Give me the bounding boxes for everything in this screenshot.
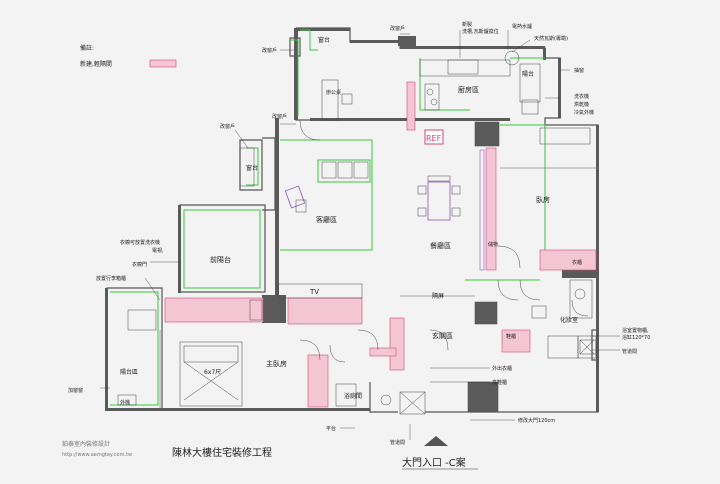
label-living: 客廳區	[316, 215, 337, 224]
note-clothes: 衣櫥門	[132, 261, 147, 268]
room-labels: 廚房區 客廳區 餐廳區 臥房 前陽台 主臥房 玄關區 浴廁間 化妝室 陽台區 陽…	[120, 36, 582, 406]
notes-header: 備註:	[80, 44, 94, 52]
note-outer-cabinet: 外出衣櫃	[492, 365, 512, 372]
label-outside-unit: 外機	[120, 399, 130, 406]
label-bed-size: 6x7尺	[204, 369, 221, 376]
note-water-heater: 電熱水爐	[512, 23, 532, 30]
note-pipe-bottom: 管道間	[390, 439, 405, 446]
entrance-title: 大門入口 -C案	[402, 456, 466, 469]
label-wardrobe: 衣櫃	[572, 259, 582, 266]
label-balcony-top: 陽台	[522, 70, 534, 78]
legend-swatch	[149, 59, 177, 68]
note-fridge-space: 冷氣外機	[574, 109, 594, 116]
note-window-top: 改窗戶	[262, 47, 277, 54]
label-shoe-cabinet: 鞋櫃	[506, 333, 516, 340]
label-partition: 隔屏	[432, 292, 444, 300]
footer: 鉑泰室內裝修設計 http://www.aemgtay.com.tw 陳林大樓住…	[62, 436, 478, 470]
note-pipe: 管道間	[622, 348, 637, 355]
label-tv: TV	[309, 288, 319, 296]
note-door: 修改大門120cm	[518, 417, 555, 424]
note-planter-bottom: 平台	[326, 425, 336, 432]
leader-lines	[100, 30, 620, 440]
label-bathroom-main: 浴廁間	[344, 392, 362, 400]
label-planter-top: 窗台	[318, 36, 330, 44]
label-ref: REF	[426, 134, 442, 143]
company-name: 鉑泰室內裝修設計	[62, 440, 110, 448]
note-dryer: 烘乾機	[574, 101, 589, 108]
project-title: 陳林大樓住宅裝修工程	[172, 446, 272, 459]
label-storage: 儲物	[488, 241, 498, 248]
label-entrance: 玄關區	[432, 331, 453, 340]
note-shower: 浴室置物櫃, 浴缸120*70	[622, 327, 650, 341]
label-master-bedroom: 主臥房	[266, 359, 287, 368]
note-luggage: 放置行李箱櫃	[96, 275, 126, 282]
label-planter-left: 窗台	[246, 164, 258, 172]
note-window-far: 加窗窗	[68, 387, 83, 394]
note-gas: 天然瓦斯(專勘)	[534, 35, 568, 42]
note-window-left: 改窗戶	[220, 123, 235, 130]
red-partitions	[164, 81, 597, 408]
note-window-mid: 改窗戶	[272, 113, 287, 120]
note-exhaust: 抽窗	[574, 67, 584, 74]
note-dryer-left: 電視,	[152, 247, 164, 254]
label-front-balcony: 前陽台	[210, 255, 231, 264]
note-window-top2: 改窗戶	[390, 25, 405, 32]
furniture	[117, 50, 597, 415]
label-bedroom: 臥房	[536, 195, 550, 204]
entrance-arrow-icon	[424, 436, 448, 446]
label-dining: 餐廳區	[430, 241, 451, 250]
annotation-labels: 改窗戶 改窗戶 新製 洗槽,瓦斯爐換位 電熱水爐 天然瓦斯(專勘) 抽窗 洗衣機…	[68, 21, 650, 446]
note-washer-left: 衣櫥可放置洗衣機	[120, 239, 160, 246]
company-url: http://www.aemgtay.com.tw	[62, 452, 132, 458]
note-kitchen-sink: 新製 洗槽,瓦斯爐換位	[462, 21, 499, 35]
label-kitchen: 廚房區	[458, 85, 479, 94]
label-balcony-left: 陽台區	[120, 368, 138, 376]
label-office: 辦公桌	[326, 89, 341, 96]
notes-legend: 新建,輕隔間	[80, 60, 112, 68]
note-high-cabinet: 高鞋櫃	[492, 379, 507, 386]
label-bathroom-2: 化妝室	[560, 316, 578, 324]
note-washer: 洗衣機	[574, 93, 589, 100]
